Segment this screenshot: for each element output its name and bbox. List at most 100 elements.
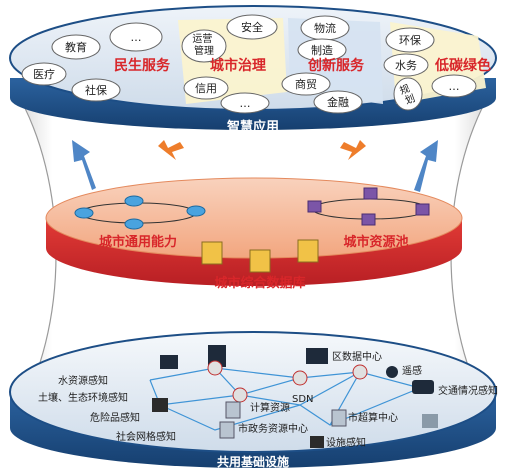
label-remote-sensing: 遥感 xyxy=(402,364,422,377)
sensor-box-icon xyxy=(152,398,168,412)
server-cube-icon xyxy=(307,200,322,213)
building-icon xyxy=(306,348,328,364)
router-node-icon xyxy=(352,364,368,380)
group-livelihood: 教育 … 医疗 社保 民生服务 xyxy=(21,22,171,102)
bubble-education xyxy=(51,34,101,60)
group-title-low-carbon: 低碳绿色 xyxy=(434,57,491,74)
arrow-down-left xyxy=(158,140,184,160)
server-icons-right xyxy=(307,187,430,226)
label-supercomputing-center: 市超算中心 xyxy=(348,411,398,424)
bubble-water xyxy=(383,53,429,77)
network-line xyxy=(159,404,301,431)
item-manufacturing: 制造 xyxy=(311,43,333,57)
arrow-up-left xyxy=(72,140,96,190)
item-logistics: 物流 xyxy=(314,21,336,35)
label-hazmat-sensing: 危险品感知 xyxy=(90,411,140,424)
bottom-labels: 水资源感知 土壤、生态环境感知 危险品感知 社会网格感知 计算资源 市政务资源中… xyxy=(38,350,498,449)
bubble-environment xyxy=(385,27,435,53)
satellite-dish-icon xyxy=(386,366,398,378)
router-icon xyxy=(186,205,206,217)
item-education: 教育 xyxy=(65,40,87,54)
server-cube-icon xyxy=(415,203,430,216)
top-layer: 智慧应用 教育 … 医疗 社保 民生服务 安全 运营 管理 信 xyxy=(9,5,497,135)
group-low-carbon: 环保 水务 规 划 … 低碳绿色 xyxy=(383,27,491,111)
truck-icon xyxy=(412,380,434,394)
group-title-innovation: 创新服务 xyxy=(307,57,365,74)
bubble-planning xyxy=(393,77,423,111)
top-band-label: 智慧应用 xyxy=(227,119,279,135)
item-water: 水务 xyxy=(395,59,417,72)
label-soil-eco-sensing: 土壤、生态环境感知 xyxy=(38,391,128,404)
bubble-operation xyxy=(181,29,227,63)
label-municipal-gov-center: 市政务资源中心 xyxy=(238,422,308,435)
bottom-disc xyxy=(9,331,497,453)
bottom-band-label: 共用基础设施 xyxy=(217,454,289,469)
label-traffic-sensing: 交通情况感知 xyxy=(438,384,498,397)
facility-icon xyxy=(310,436,324,448)
server-rack-icon xyxy=(219,421,235,439)
bubble-manufacturing xyxy=(297,38,347,62)
item-ellipsis-2: … xyxy=(240,97,251,110)
item-medical: 医疗 xyxy=(33,67,55,81)
group-title-livelihood: 民生服务 xyxy=(114,57,171,74)
item-planning-line2: 划 xyxy=(403,91,417,107)
label-water-sensing: 水资源感知 xyxy=(58,374,108,387)
bubble-finance xyxy=(313,90,363,114)
label-facility-sensing: 设施感知 xyxy=(326,436,366,449)
label-compute-resources: 计算资源 xyxy=(250,401,290,414)
arrow-down-right xyxy=(340,140,366,160)
sensor-box-icon xyxy=(422,414,438,428)
router-node-icon xyxy=(207,360,223,376)
house-icon xyxy=(160,355,178,369)
database-icons xyxy=(201,239,319,273)
database-icon xyxy=(249,249,271,273)
database-icon xyxy=(297,239,319,263)
middle-band-label: 通用功能平台 xyxy=(217,294,289,309)
item-operation-line2: 管理 xyxy=(194,44,214,57)
bubble-ellipsis-1 xyxy=(109,22,163,52)
bubble-credit xyxy=(183,76,229,100)
server-rack-icon xyxy=(331,409,347,427)
router-icon xyxy=(124,195,144,207)
arrow-up-right xyxy=(414,140,438,192)
item-environment: 环保 xyxy=(399,33,421,47)
label-district-data-center: 区数据中心 xyxy=(332,350,382,363)
label-social-grid-sensing: 社会网格感知 xyxy=(116,430,176,443)
item-social-security: 社保 xyxy=(85,83,107,97)
database-icon xyxy=(201,241,223,265)
label-sdn: SDN xyxy=(292,394,314,405)
server-cube-icon xyxy=(363,187,378,200)
bubble-safety xyxy=(226,14,278,40)
server-rack-icon xyxy=(225,401,241,419)
server-cube-icon xyxy=(361,213,376,226)
item-planning: 规 划 xyxy=(398,80,419,107)
router-icons-left xyxy=(74,195,206,230)
flow-arrows xyxy=(72,140,438,192)
bubble-ellipsis-3 xyxy=(431,74,477,98)
item-ellipsis-3: … xyxy=(449,80,460,93)
item-operation: 运营 管理 xyxy=(192,32,215,57)
item-trade: 商贸 xyxy=(295,77,317,91)
bubble-trade xyxy=(281,72,331,96)
router-node-icon xyxy=(232,387,248,403)
bubble-ellipsis-2 xyxy=(220,92,270,114)
bubble-medical xyxy=(21,62,67,86)
middle-layer: 通用功能平台 城市通用能力 城市资源池 城市综合数据库 xyxy=(45,177,463,309)
bottom-layer: 共用基础设施 xyxy=(9,331,498,469)
item-credit: 信用 xyxy=(195,82,217,95)
group-city-governance: 安全 运营 管理 信用 … 城市治理 xyxy=(181,14,278,114)
label-city-general-capability: 城市通用能力 xyxy=(99,234,177,250)
label-city-database: 城市综合数据库 xyxy=(214,275,305,291)
bubble-social-security xyxy=(71,78,121,102)
item-operation-line1: 运营 xyxy=(192,32,212,45)
router-icon xyxy=(124,218,144,230)
label-city-resource-pool: 城市资源池 xyxy=(343,234,408,250)
item-safety: 安全 xyxy=(241,20,263,34)
router-icon xyxy=(74,207,94,219)
group-title-city-governance: 城市治理 xyxy=(210,57,266,74)
router-node-icon xyxy=(292,370,308,386)
item-ellipsis-1: … xyxy=(131,31,142,44)
item-finance: 金融 xyxy=(327,95,349,109)
group-innovation: 物流 制造 商贸 金融 创新服务 xyxy=(281,15,365,114)
